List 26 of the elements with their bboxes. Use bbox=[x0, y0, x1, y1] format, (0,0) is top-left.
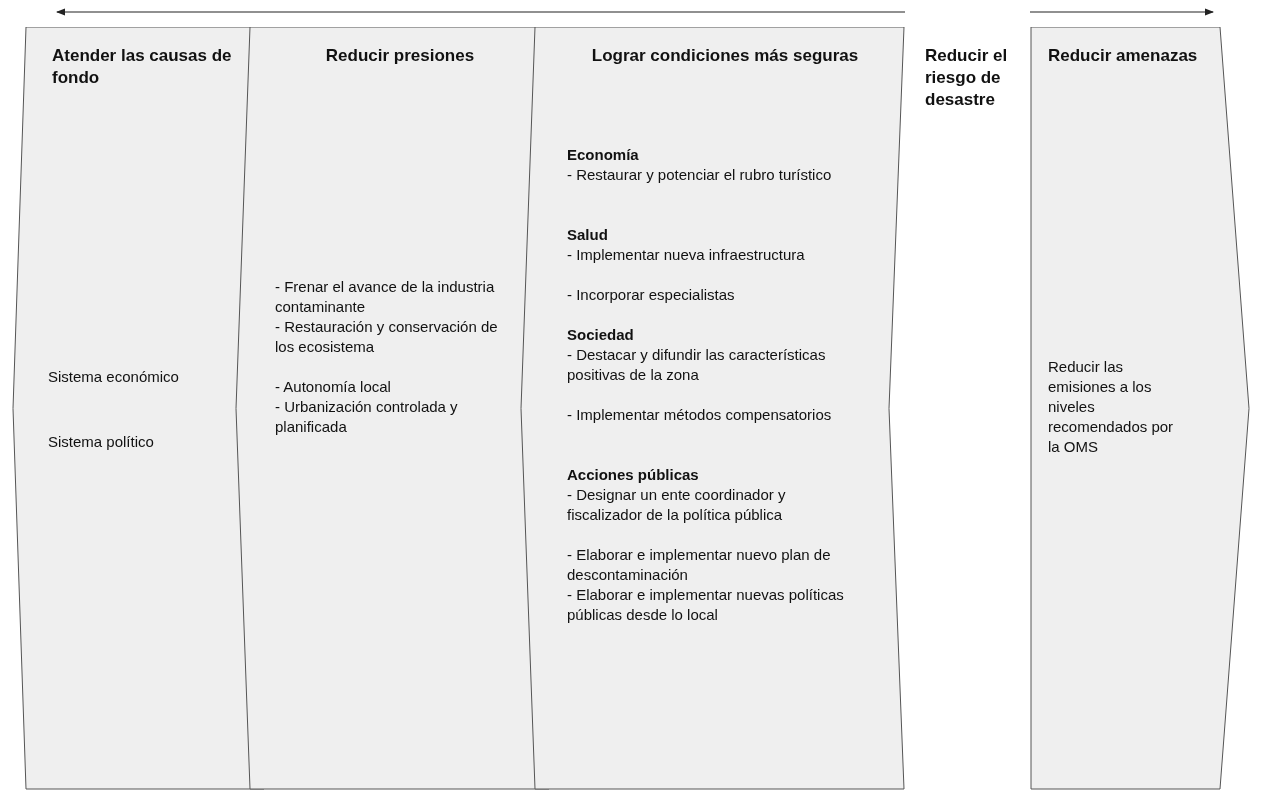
section-heading: Sociedad bbox=[567, 325, 635, 345]
body-text: - Designar un ente coordinador y fiscalizador de la política pública bbox=[567, 485, 787, 525]
body-text: - Implementar nueva infraestructura bbox=[567, 245, 806, 265]
body-text: - Urbanización controlada y planificada bbox=[275, 397, 459, 437]
body-text: Sistema económico bbox=[48, 367, 180, 387]
body-text: Sistema político bbox=[48, 432, 155, 452]
body-text: Reducir las emisiones a los niveles recomendados por la OMS bbox=[1048, 357, 1175, 457]
body-text: - Implementar métodos compensatorios bbox=[567, 405, 833, 425]
body-text: - Restaurar y potenciar el rubro turístico bbox=[567, 165, 833, 185]
stage-heading: Reducir el riesgo de desastre bbox=[925, 45, 1009, 111]
body-text: - Incorporar especialistas bbox=[567, 285, 736, 305]
section-heading: Salud bbox=[567, 225, 609, 245]
section-heading: Acciones públicas bbox=[567, 465, 700, 485]
stage-heading: Reducir amenazas bbox=[1048, 45, 1199, 67]
chevron-panel bbox=[520, 27, 905, 790]
body-text: - Restauración y conservación de los ecosistema bbox=[275, 317, 499, 357]
body-text: - Elaborar e implementar nuevas políticas públicas desde lo local bbox=[567, 585, 845, 625]
body-text: - Frenar el avance de la industria contaminante bbox=[275, 277, 496, 317]
stage-heading: Atender las causas de fondo bbox=[52, 45, 233, 89]
body-text: - Autonomía local bbox=[275, 377, 392, 397]
section-heading: Economía bbox=[567, 145, 640, 165]
stage-heading: Lograr condiciones más seguras bbox=[590, 45, 860, 67]
body-text: - Elaborar e implementar nuevo plan de descontaminación bbox=[567, 545, 832, 585]
body-text: - Destacar y difundir las características positivas de la zona bbox=[567, 345, 827, 385]
stage-heading: Reducir presiones bbox=[324, 45, 476, 67]
chevron-panel bbox=[1030, 27, 1250, 790]
